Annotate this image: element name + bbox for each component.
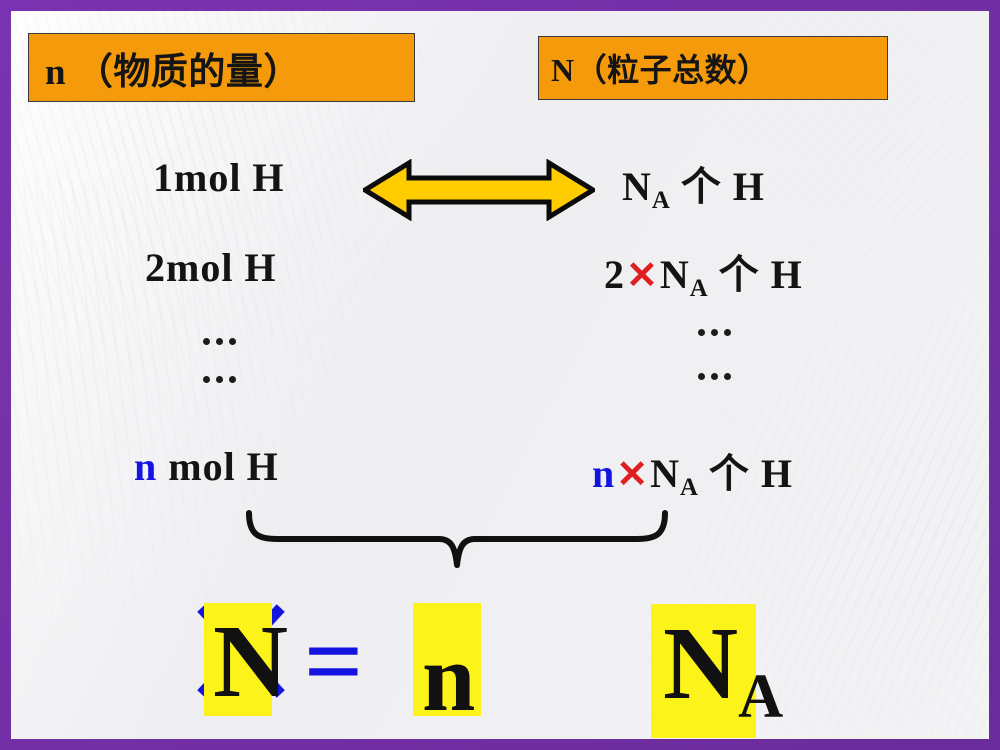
header-left-label: n （物质的量） (45, 51, 301, 93)
ellipsis-dot (203, 338, 210, 345)
row-2-right-tail: 个 H (707, 252, 803, 297)
ellipsis-dot (203, 376, 210, 383)
ellipsis-left-first (203, 338, 236, 345)
formula-avogadro-letter: N (663, 606, 739, 721)
formula-avogadro-subscript: A (738, 661, 784, 731)
multiply-icon: ✕ (616, 454, 650, 496)
ellipsis-dot (216, 376, 223, 383)
highlight-NA (651, 604, 756, 738)
ellipsis-right-second (698, 373, 731, 380)
row-1-left-quantity: 1mol H (153, 154, 285, 201)
row-4-right-avogadro-subscript: A (679, 473, 698, 501)
ellipsis-dot (229, 338, 236, 345)
row-1-left-text: 1mol H (153, 155, 285, 200)
ellipsis-dot (711, 329, 718, 336)
row-1-right-tail: 个 H (669, 164, 765, 209)
ellipsis-dot (724, 329, 731, 336)
multiply-icon: ✕ (626, 255, 659, 297)
row-4-right-tail: 个 H (697, 451, 794, 496)
highlight-n (413, 603, 481, 716)
row-2-right-avogadro: N (659, 252, 690, 297)
header-box-left: n （物质的量） (28, 33, 415, 102)
double-headed-arrow-icon (360, 158, 598, 222)
row-4-right-variable-n: n (592, 451, 616, 496)
formula-avogadro-NA: NA (663, 612, 783, 728)
highlight-N (204, 603, 272, 716)
row-4-right-avogadro: N (650, 451, 680, 496)
row-2-right-avogadro-subscript: A (689, 274, 708, 302)
row-2-right-coefficient: 2 (604, 252, 625, 297)
ellipsis-dot (711, 373, 718, 380)
slide-canvas: n （物质的量） N（粒子总数） 1mol H NA 个 H 2mol H 2✕… (11, 11, 989, 739)
ellipsis-dot (229, 376, 236, 383)
row-2-right-quantity: 2✕NA 个 H (604, 242, 803, 303)
row-4-left-variable-n: n (134, 444, 158, 489)
header-right-label: N（粒子总数） (551, 52, 770, 88)
row-4-left-unit: mol H (157, 444, 279, 489)
row-2-left-quantity: 2mol H (145, 244, 277, 291)
ellipsis-dot (724, 373, 731, 380)
row-1-right-avogadro: N (622, 164, 652, 209)
row-1-right-avogadro-subscript: A (651, 186, 670, 214)
row-4-left-quantity: n mol H (134, 443, 279, 490)
formula-equals-sign: = (304, 604, 364, 719)
formula-N: N (213, 604, 289, 719)
ellipsis-dot (698, 373, 705, 380)
curly-brace-icon (243, 509, 671, 571)
ellipsis-dot (216, 338, 223, 345)
ellipsis-dot (698, 329, 705, 336)
header-box-right: N（粒子总数） (538, 36, 888, 100)
formula-mol-n: n (422, 624, 476, 731)
ellipsis-left-second (203, 376, 236, 383)
formula-block: N = n NA (191, 596, 791, 739)
row-1-right-quantity: NA 个 H (622, 154, 765, 215)
row-4-right-quantity: n✕NA 个 H (592, 441, 793, 502)
row-2-left-text: 2mol H (145, 245, 277, 290)
ellipsis-right-first (698, 329, 731, 336)
